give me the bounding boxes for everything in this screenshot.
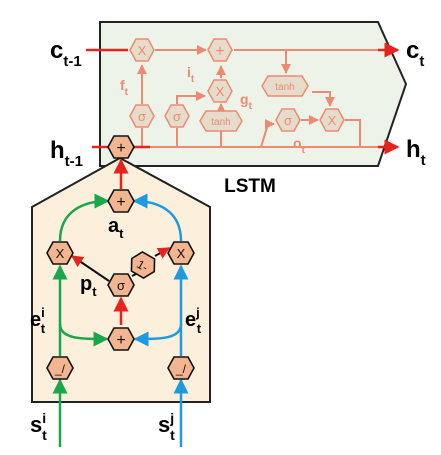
input-sigma-node: σ [164, 104, 190, 128]
svg-text:+: + [116, 140, 125, 157]
one-minus-node: 1- [130, 251, 156, 279]
candidate-tanh-node: tanh [199, 110, 243, 132]
output-gate-label: ot [293, 135, 306, 156]
input-gate-label: it [187, 64, 195, 85]
svg-text:X: X [138, 43, 147, 58]
forget-multiply-node: X [129, 38, 155, 62]
output-multiply-node: X [319, 108, 345, 132]
p-add-node: + [107, 327, 135, 351]
left-relu-node: _/ [46, 356, 74, 380]
svg-text:+: + [116, 194, 125, 211]
h-prev-label: ht-1 [50, 137, 83, 170]
svg-text:tanh: tanh [211, 117, 230, 128]
right-relu-node: _/ [167, 356, 195, 380]
lstm-title: LSTM [224, 176, 276, 197]
svg-text:X: X [177, 246, 186, 261]
cell-add-node: + [207, 38, 233, 62]
svg-text:_/: _/ [175, 362, 187, 376]
svg-text:σ: σ [284, 113, 292, 128]
svg-text:σ: σ [117, 278, 125, 293]
lstm-nodes: X + X σ σ tanh tanh σ [129, 38, 345, 132]
input-multiply-node: X [207, 79, 233, 103]
lower-nodes: + + X X 1- σ + _/ [46, 135, 195, 380]
svg-text:σ: σ [173, 109, 181, 124]
lstm-gate-labels: ft it gt ot [120, 64, 306, 156]
cell-tanh-node: tanh [261, 75, 309, 97]
svg-text:σ: σ [138, 109, 146, 124]
svg-text:X: X [56, 246, 65, 261]
forget-sigma-node: σ [129, 104, 155, 128]
a-add-node: + [107, 189, 135, 213]
svg-text:X: X [328, 113, 337, 128]
green-paths [52, 193, 110, 447]
lstm-input-add-node: + [107, 135, 135, 159]
output-sigma-node: σ [275, 108, 301, 132]
c-out-label: ct [406, 37, 424, 70]
lstm-internal-flows [100, 45, 398, 148]
svg-text:tanh: tanh [275, 82, 294, 93]
svg-text:X: X [216, 84, 225, 99]
candidate-label: gt [240, 91, 253, 112]
blue-paths [132, 193, 189, 447]
svg-text:+: + [116, 332, 125, 349]
h-out-label: ht [406, 136, 426, 169]
p-label: pt [80, 273, 97, 299]
svg-text:+: + [215, 43, 224, 60]
p-sigma-node: σ [107, 273, 135, 297]
a-label: at [108, 215, 124, 241]
svg-text:_/: _/ [54, 362, 66, 376]
c-prev-label: ct-1 [50, 37, 82, 70]
left-multiply-node: X [46, 241, 74, 265]
lstm-io-arrows [86, 42, 400, 155]
right-multiply-node: X [167, 241, 195, 265]
forget-gate-label: ft [120, 77, 129, 98]
